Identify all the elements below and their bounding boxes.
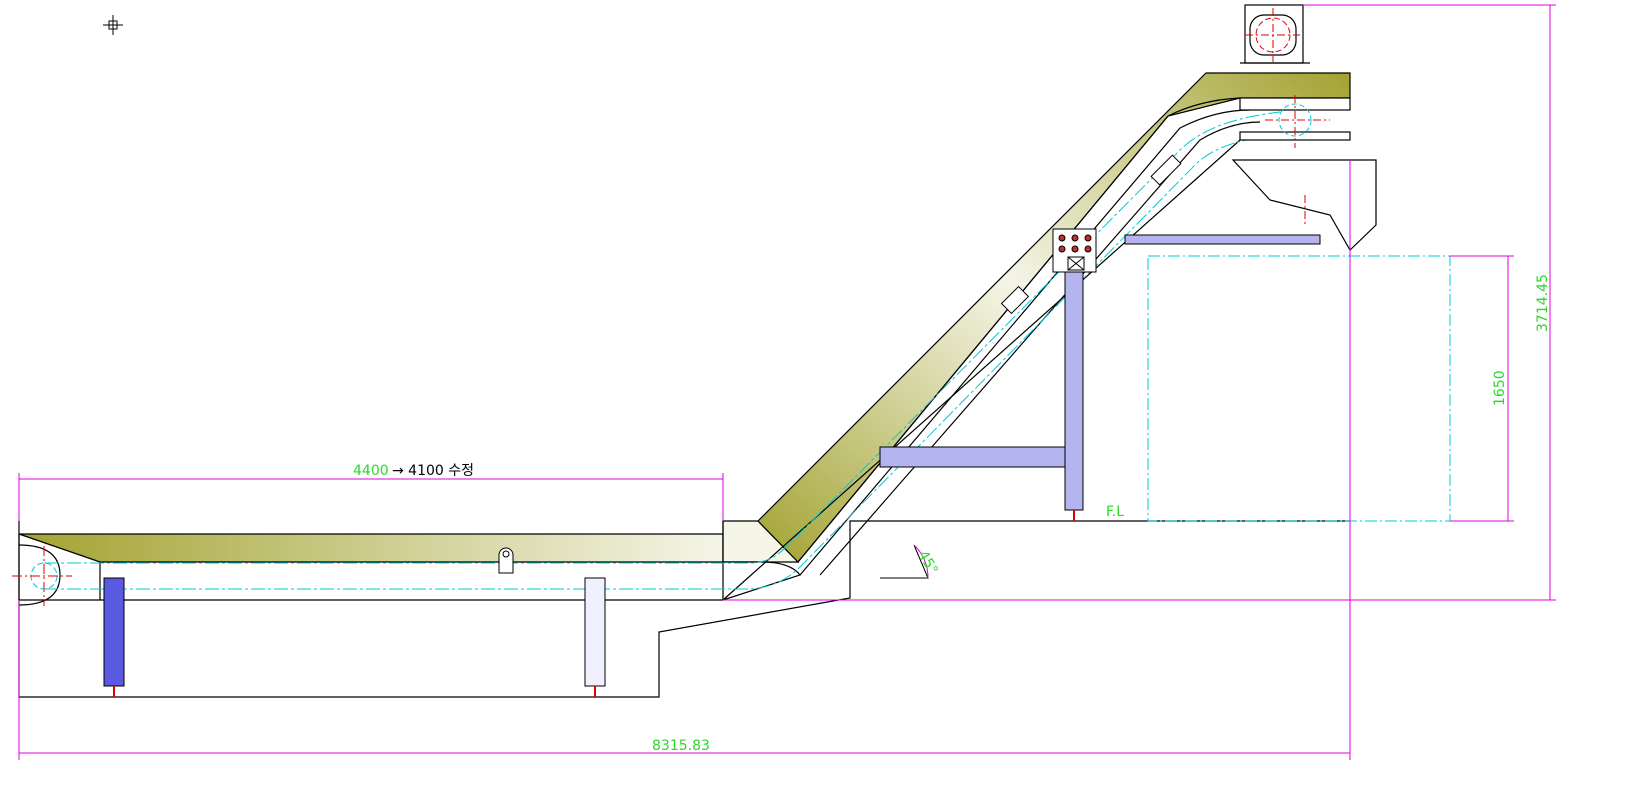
discharge-height-dim: 1650 — [1492, 370, 1508, 406]
overall-length-dim: 8315.83 — [652, 738, 710, 754]
length-top-dim: 4400 — [353, 463, 389, 479]
inspection-covers — [498, 154, 1182, 574]
floor-level-label: F.L — [1106, 504, 1124, 520]
tail-sprocket — [12, 546, 72, 606]
angle-indicator — [880, 544, 929, 579]
dimension-lines — [18, 4, 1556, 760]
head-sprocket — [1245, 8, 1330, 225]
angle-dim: 45° — [915, 548, 941, 578]
cursor-crosshair-icon — [103, 15, 123, 35]
control-box — [1052, 228, 1097, 273]
horizontal-conveyor — [18, 533, 724, 606]
support-legs — [103, 234, 1321, 697]
discharge-area — [1147, 255, 1451, 522]
length-top-note: → 4100 수정 — [392, 463, 474, 479]
overall-height-dim: 3714.45 — [1535, 274, 1551, 332]
